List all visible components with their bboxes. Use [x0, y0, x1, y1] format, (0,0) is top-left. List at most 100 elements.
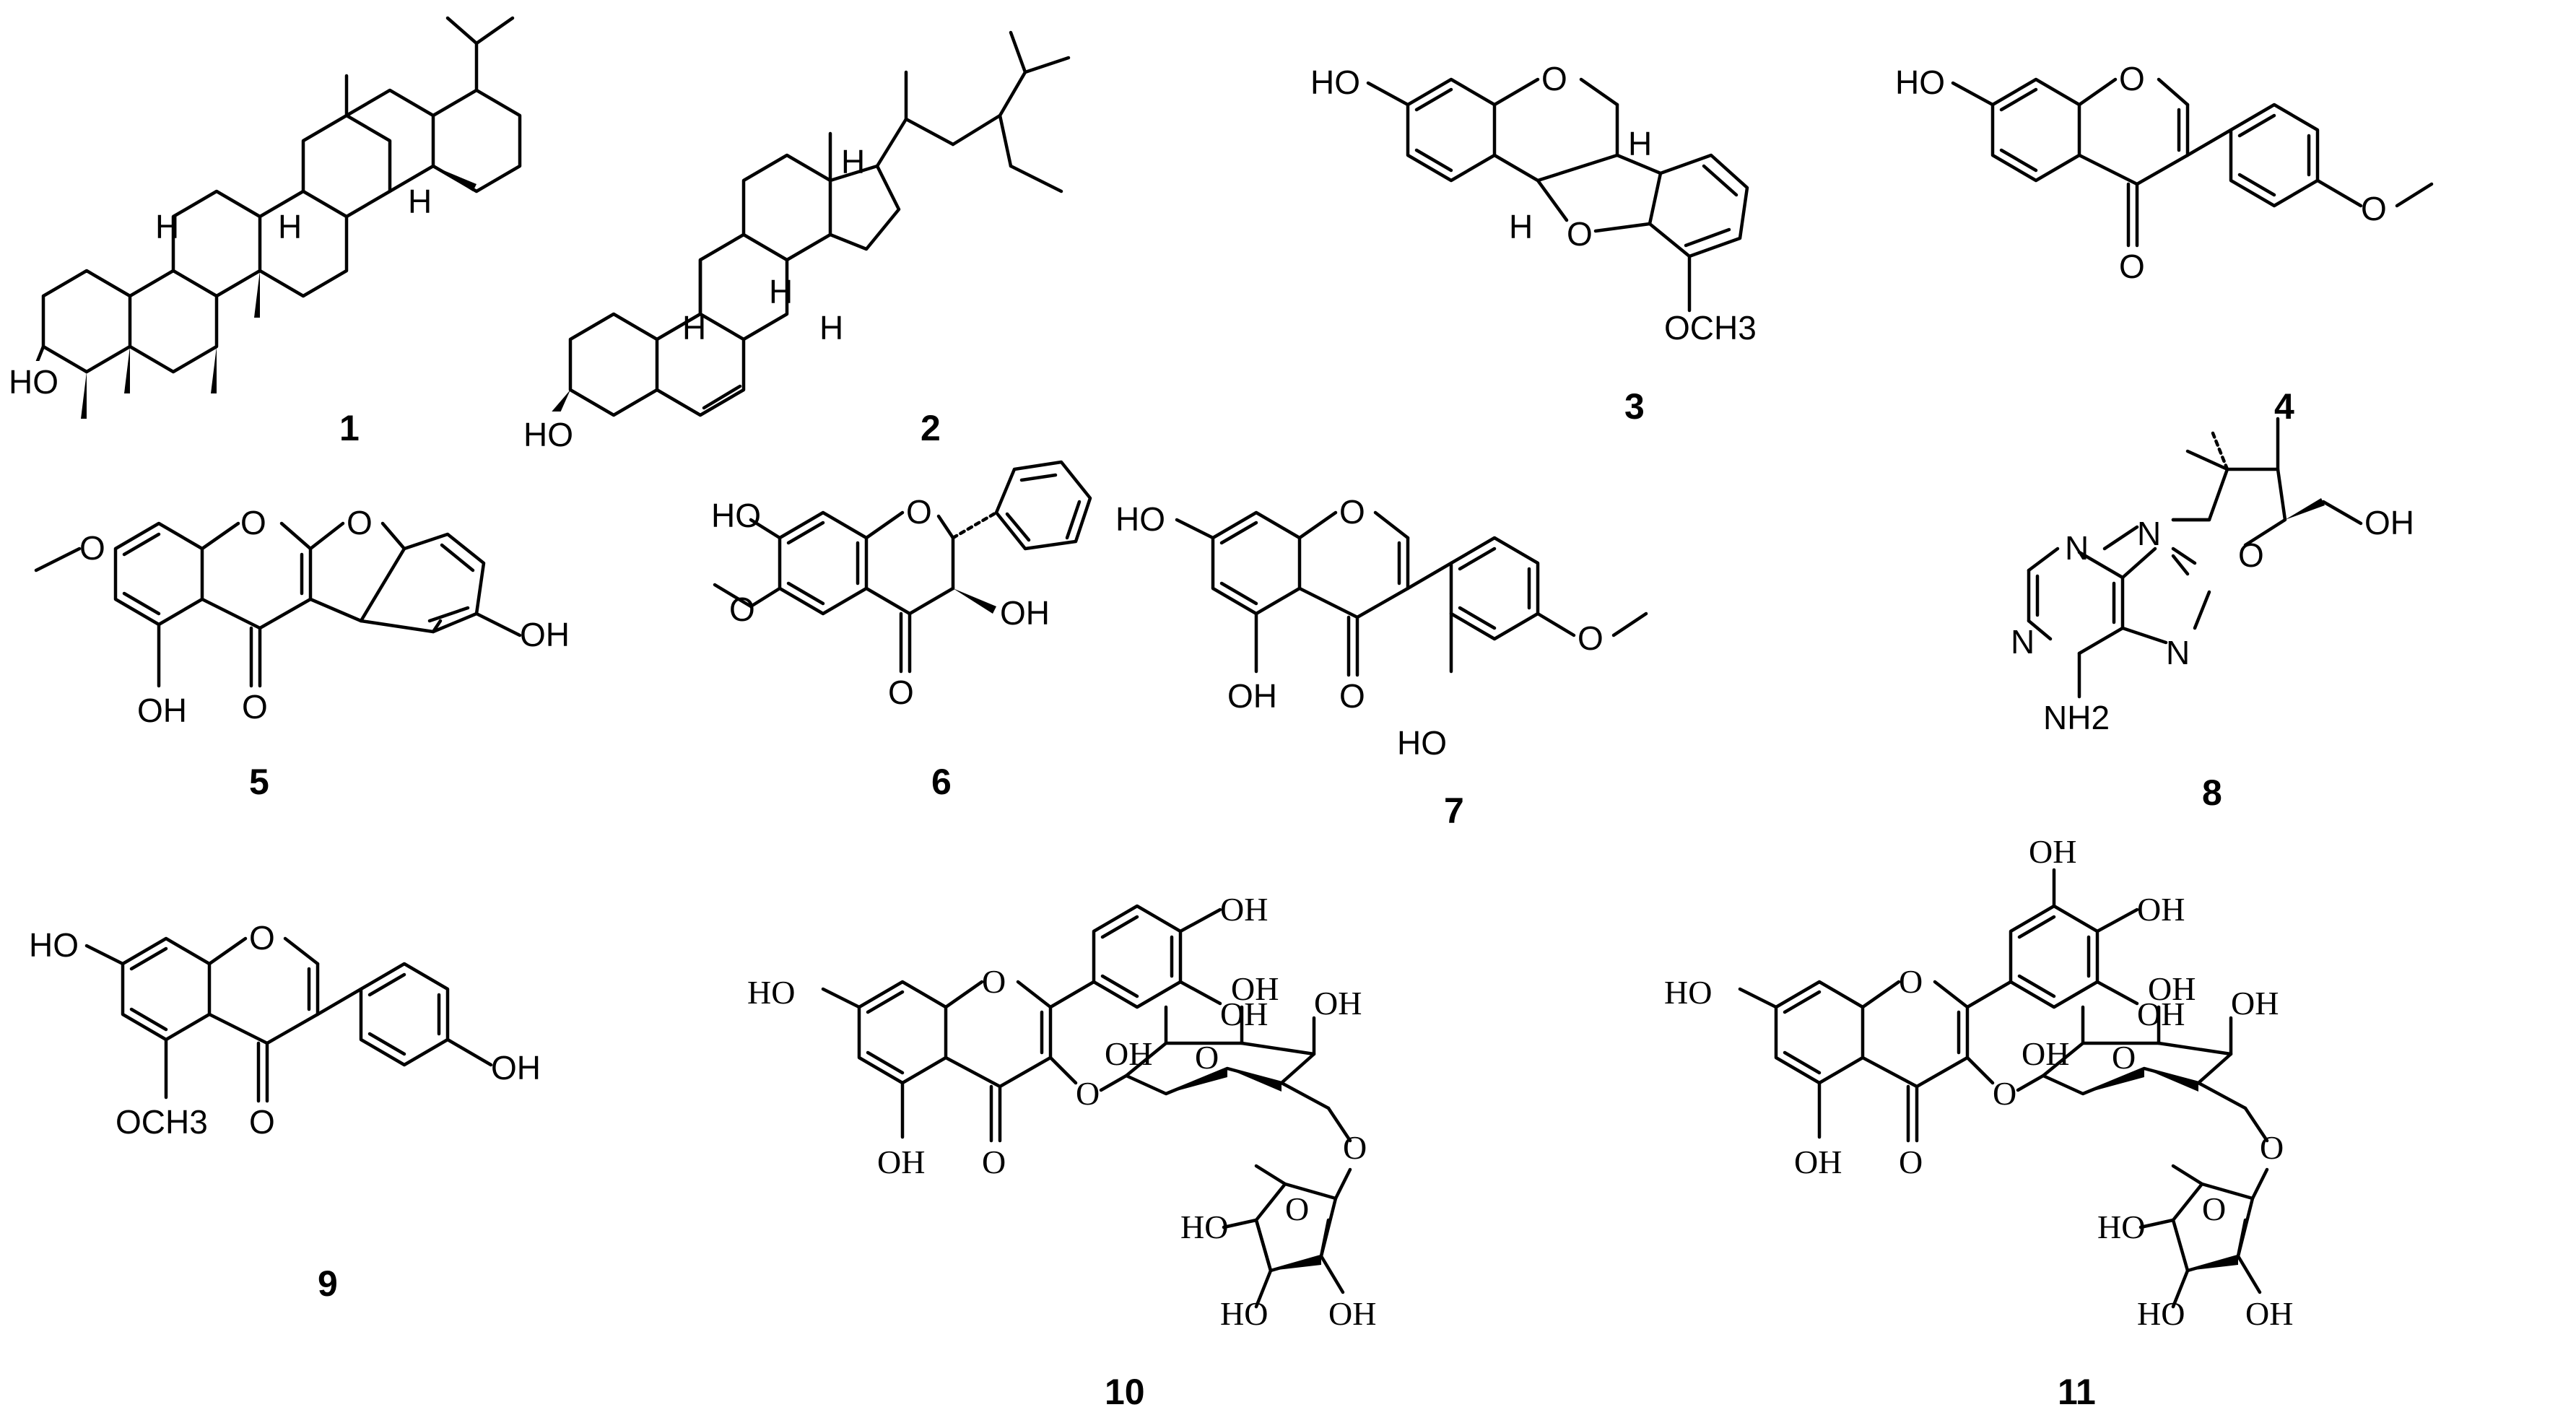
- c11-label-10: OH: [2231, 985, 2279, 1022]
- compound-11-number: 11: [2058, 1372, 2096, 1412]
- c4-label-0: HO: [1895, 64, 1945, 101]
- c6-label-1: O: [906, 493, 932, 531]
- c2-label-0: HO: [523, 416, 573, 453]
- c8-label-3: N: [2166, 634, 2190, 671]
- compound-6-structure: [713, 460, 1092, 674]
- compound-2-number: 2: [921, 408, 941, 448]
- compound-11-structure: [1738, 868, 2269, 1309]
- c8-label-4: NH2: [2043, 699, 2110, 736]
- c2-label-2: H: [769, 273, 793, 310]
- c5-label-4: O: [242, 688, 268, 726]
- c10-label-5: O: [982, 1144, 1006, 1180]
- c10-label-15: OH: [1328, 1295, 1376, 1332]
- compound-5-structure: [34, 521, 522, 688]
- c9-label-0: HO: [29, 926, 79, 964]
- c7-label-5: O: [1578, 619, 1604, 657]
- compound-9-number: 9: [318, 1263, 338, 1304]
- c4-label-2: O: [2119, 248, 2145, 285]
- c10-label-4: OH: [1220, 996, 1268, 1032]
- c11-label-5: OH: [2137, 996, 2185, 1032]
- compound-3-structure: [1366, 77, 1749, 313]
- compound-5-number: 5: [249, 762, 269, 802]
- c1-label-1: H: [155, 208, 179, 245]
- c11-label-7: OH: [2022, 1035, 2069, 1072]
- c11-label-0: HO: [1664, 974, 1712, 1011]
- compound-4-structure: [1951, 77, 2434, 248]
- c10-label-12: O: [1285, 1190, 1309, 1227]
- c6-label-4: OH: [1000, 594, 1050, 632]
- c4-label-3: O: [2361, 190, 2387, 227]
- c10-label-3: OH: [1220, 891, 1268, 928]
- c10-label-1: O: [982, 963, 1006, 1000]
- c6-label-3: O: [888, 674, 914, 711]
- c1-label-2: H: [278, 208, 302, 245]
- c5-label-0: O: [79, 529, 105, 567]
- c7-label-1: O: [1339, 493, 1365, 531]
- c9-label-1: O: [249, 919, 275, 957]
- c11-label-13: O: [2202, 1190, 2226, 1227]
- c6-label-0: HO: [711, 497, 761, 534]
- compound-2-structure: [532, 30, 1071, 435]
- compound-8-number: 8: [2202, 772, 2222, 813]
- c11-label-11: O: [2112, 1039, 2136, 1076]
- c11-label-3: OH: [2029, 833, 2076, 870]
- c9-label-2: OCH3: [116, 1103, 208, 1141]
- compound-6-number: 6: [931, 762, 952, 802]
- compound-7-number: 7: [1444, 791, 1464, 831]
- c3-label-1: O: [1541, 60, 1567, 97]
- c10-label-9: OH: [1314, 985, 1362, 1022]
- c11-label-14: HO: [2097, 1209, 2145, 1245]
- compound-1-number: 1: [339, 408, 360, 448]
- c9-label-3: O: [249, 1103, 275, 1141]
- c11-label-6: O: [1899, 1144, 1923, 1180]
- c8-label-5: O: [2238, 536, 2264, 574]
- c8-label-2: N: [2011, 623, 2035, 661]
- compound-3-number: 3: [1624, 386, 1645, 427]
- compound-8-structure: [2027, 417, 2363, 699]
- c6-label-2: O: [729, 591, 755, 628]
- c8-label-6: OH: [2364, 504, 2414, 541]
- compound-9-structure: [84, 936, 493, 1103]
- c3-label-0: HO: [1310, 64, 1360, 101]
- c1-label-0: HO: [9, 363, 58, 401]
- c10-label-7: OH: [1231, 970, 1279, 1007]
- c2-label-1: H: [841, 143, 865, 180]
- c3-label-5: OCH3: [1664, 309, 1757, 347]
- c11-label-4: OH: [2137, 891, 2185, 928]
- c10-label-2: OH: [877, 1144, 925, 1180]
- c2-label-3: H: [682, 309, 706, 347]
- c10-label-11: O: [1343, 1129, 1367, 1166]
- compound-7-structure: [1175, 510, 1648, 677]
- c7-label-2: OH: [1227, 677, 1277, 715]
- c7-label-3: O: [1339, 677, 1365, 715]
- c5-label-1: O: [240, 504, 266, 541]
- compound-10-number: 10: [1105, 1372, 1145, 1412]
- c11-label-15: HO: [2137, 1295, 2185, 1332]
- c8-label-1: N: [2137, 515, 2161, 552]
- c11-label-12: O: [2260, 1129, 2284, 1166]
- c3-label-4: O: [1567, 215, 1593, 253]
- c9-label-4: OH: [491, 1049, 541, 1087]
- c3-label-3: H: [1509, 208, 1533, 245]
- c10-label-10: O: [1195, 1039, 1219, 1076]
- compound-1-structure: [27, 16, 522, 419]
- c11-label-9: O: [1993, 1075, 2016, 1112]
- c7-label-0: HO: [1115, 500, 1165, 538]
- c8-label-0: N: [2065, 529, 2089, 567]
- c1-label-3: H: [408, 183, 432, 220]
- c10-label-8: O: [1076, 1075, 1100, 1112]
- c10-label-0: HO: [747, 974, 795, 1011]
- c2-label-4: H: [819, 309, 843, 347]
- c11-label-2: OH: [1794, 1144, 1842, 1180]
- c5-label-5: OH: [520, 616, 570, 653]
- compound-10-structure: [821, 904, 1352, 1309]
- c10-label-6: OH: [1105, 1035, 1152, 1072]
- c7-label-4: HO: [1397, 724, 1447, 762]
- c11-label-8: OH: [2148, 970, 2196, 1007]
- c5-label-2: O: [347, 504, 373, 541]
- c3-label-2: H: [1628, 125, 1652, 162]
- c10-label-13: HO: [1180, 1209, 1228, 1245]
- c5-label-3: OH: [137, 692, 187, 729]
- c11-label-16: OH: [2245, 1295, 2293, 1332]
